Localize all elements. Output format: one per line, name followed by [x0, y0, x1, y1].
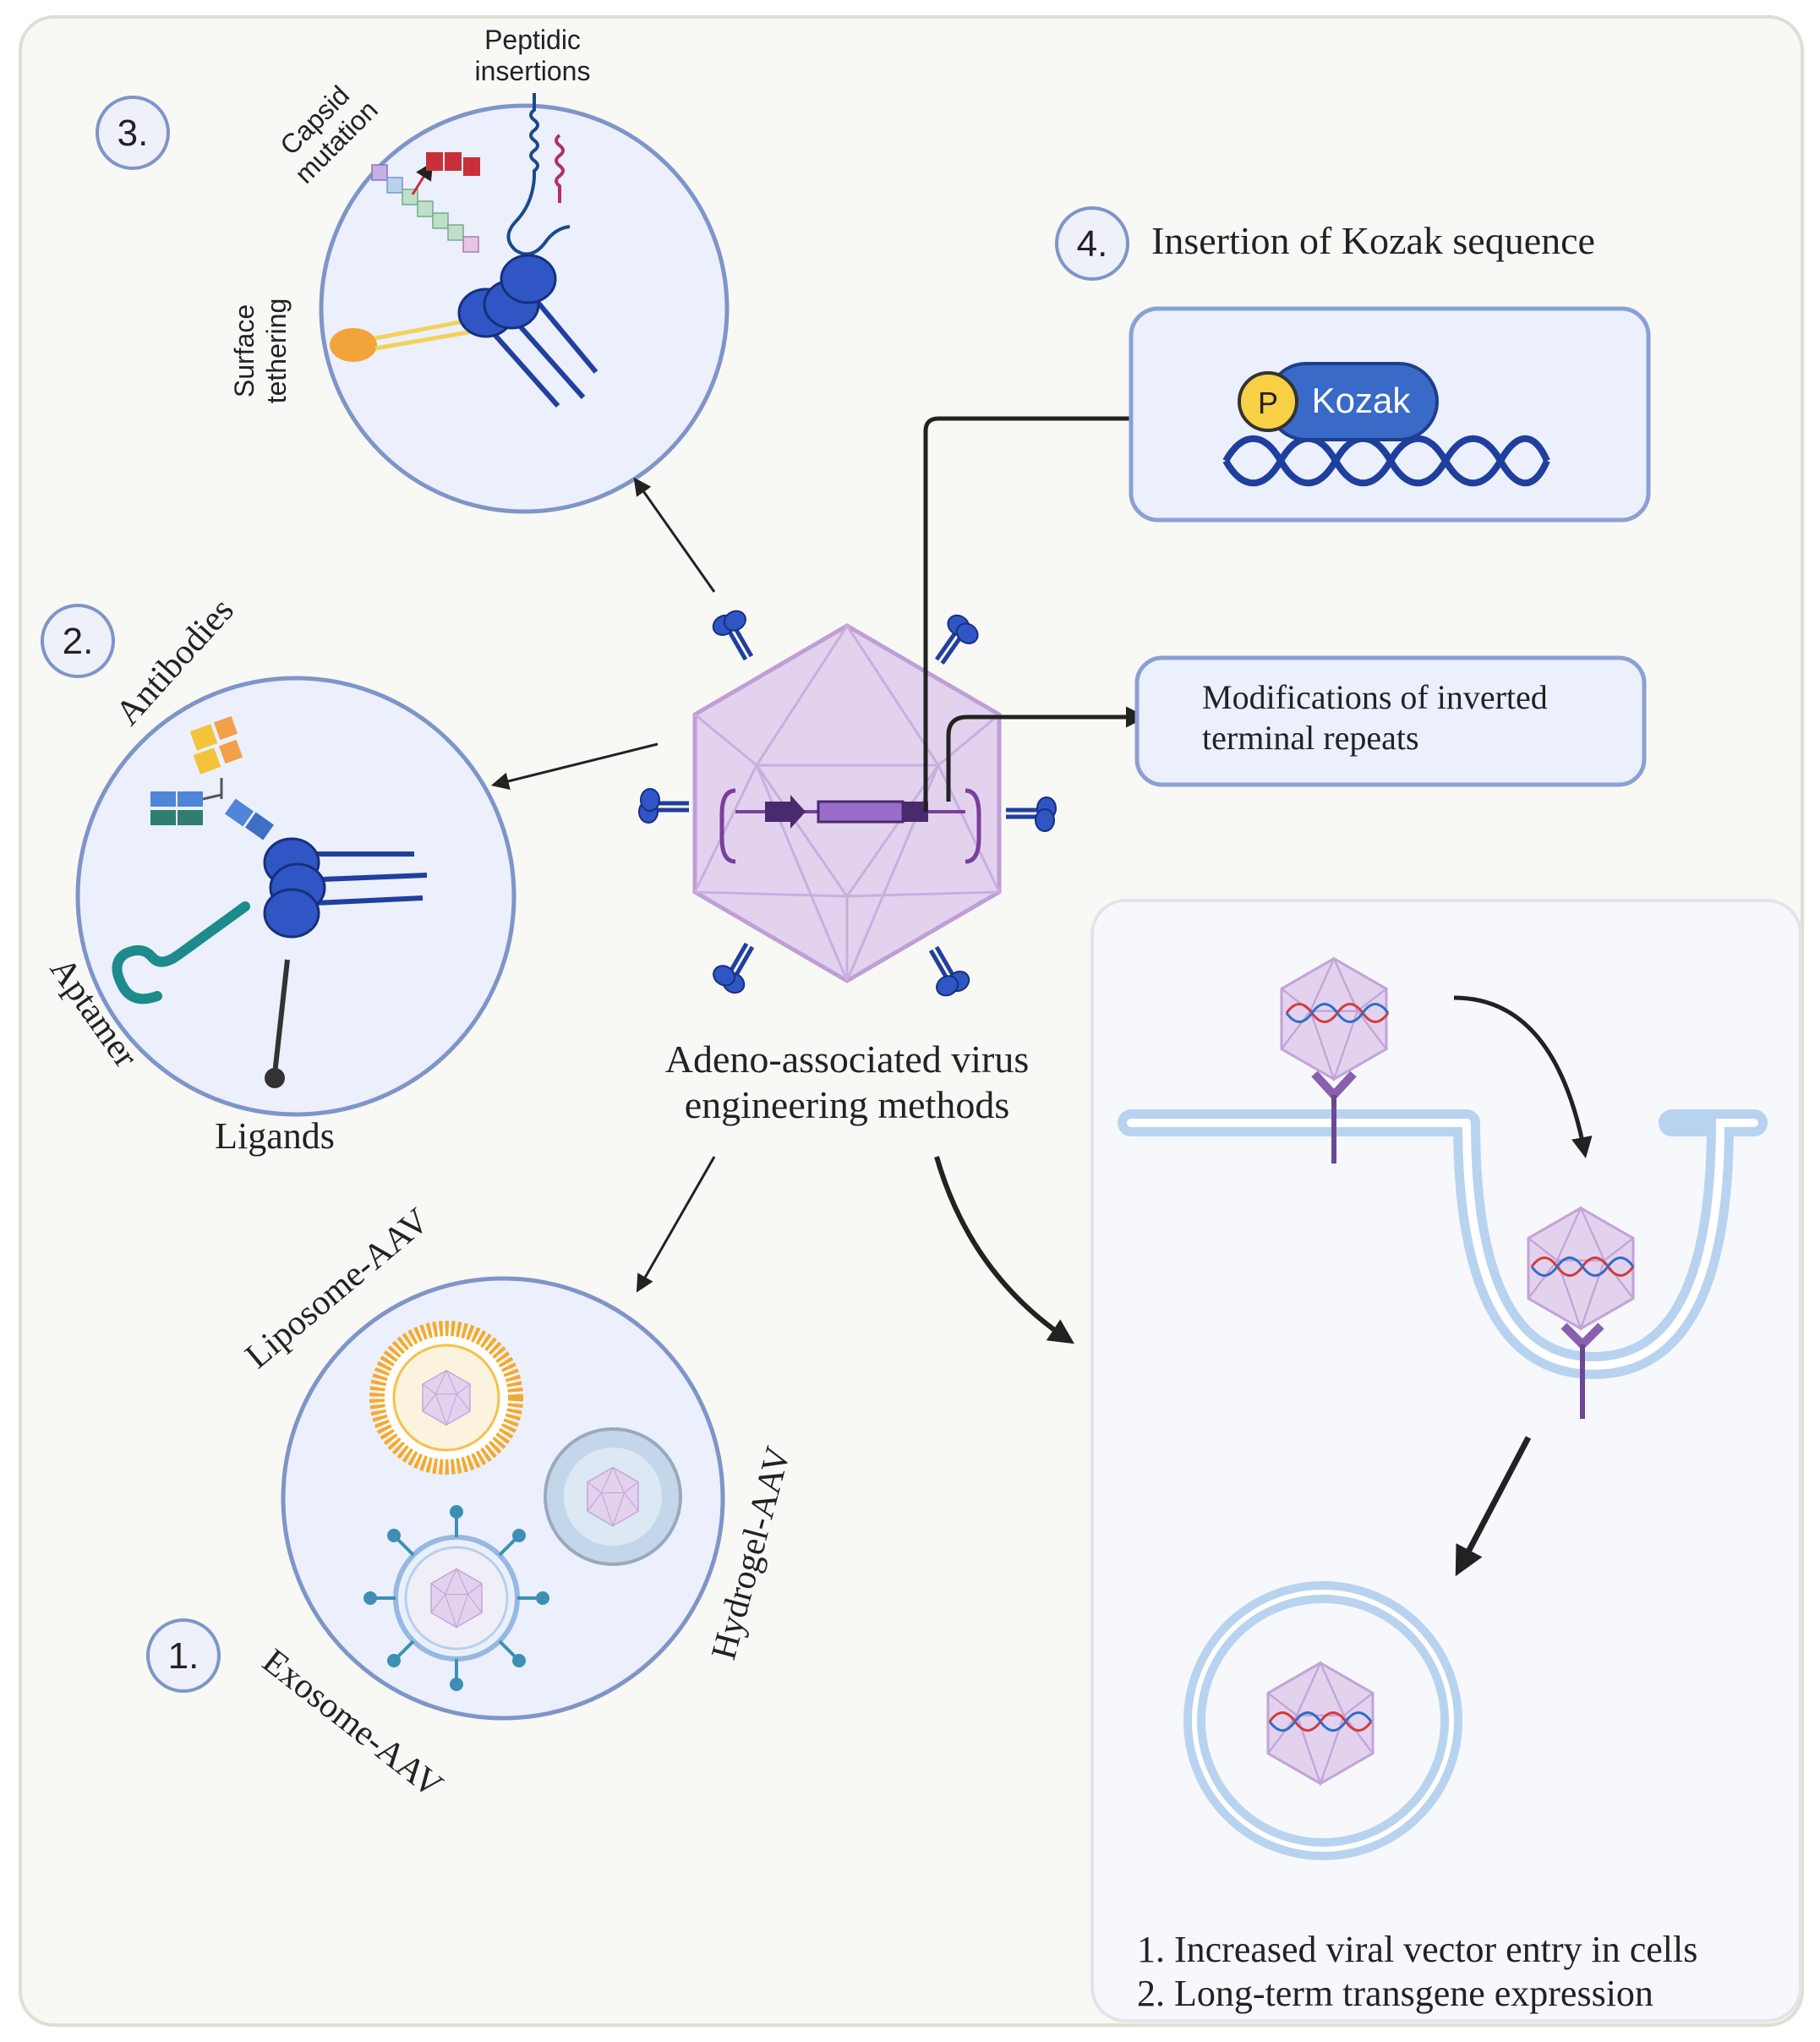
promoter-label: P: [1258, 386, 1278, 420]
method4-number: 4.: [1077, 223, 1108, 265]
arrow-endocytosis: [1453, 995, 1593, 1158]
receptor-icon: [263, 837, 428, 939]
itr-box: [1134, 655, 1647, 787]
peptide-strand-icon: [506, 93, 571, 256]
itr-line2: terminal repeats: [1202, 719, 1419, 757]
hydrogel-aav-icon: [544, 1427, 682, 1566]
method1-number-badge: 1.: [146, 1618, 221, 1693]
surface-tether-icon: [330, 317, 474, 362]
aav-binding-receptor: [1280, 957, 1390, 1163]
peptidic-label-line2: insertions: [475, 56, 591, 86]
method3-number: 3.: [118, 112, 149, 154]
exosome-aav-icon: [363, 1505, 549, 1691]
outcomes-panel: [1090, 899, 1802, 2023]
arrow-to-outcomes: [934, 1156, 1075, 1344]
method2-number: 2.: [63, 621, 94, 662]
arrow-to-method1: [636, 1156, 716, 1293]
arrow-to-method2: [490, 742, 659, 791]
outcome-item-2: 2. Long-term transgene expression: [1137, 1973, 1653, 2014]
svg-text:Surface: Surface: [229, 304, 260, 397]
peptide-strand-icon-2: [555, 134, 565, 203]
ligands-label: Ligands: [215, 1115, 335, 1157]
arrow-to-itr: [946, 706, 1147, 802]
aptamer-icon: [112, 901, 250, 1005]
kozak-label: Kozak: [1312, 380, 1412, 420]
peptidic-label-line1: Peptidic: [484, 25, 581, 55]
promoter-circle: [1238, 371, 1298, 432]
membrane-with-vesicle: [1118, 1109, 1768, 1380]
method4-number-badge: 4.: [1055, 206, 1129, 281]
itr-line1: Modifications of inverted: [1202, 678, 1548, 716]
receptor-icon: [457, 254, 598, 408]
method1-number: 1.: [168, 1635, 199, 1677]
arrow-to-kozak: [923, 408, 1172, 812]
capsid-mutation-beads-icon: [371, 152, 480, 253]
central-aav-capsid: [692, 623, 1002, 983]
liposome-aav-icon: [369, 1321, 523, 1475]
kozak-title: Insertion of Kozak sequence: [1151, 219, 1595, 262]
method2-number-badge: 2.: [41, 604, 115, 678]
ligand-icon: [265, 959, 290, 1088]
arrow-internalization: [1455, 1436, 1532, 1577]
central-title-line2: engineering methods: [685, 1083, 1010, 1126]
central-title-line1: Adeno-associated virus: [665, 1037, 1030, 1081]
dna-double-helix-icon: [1222, 435, 1550, 487]
endosome-aav: [1183, 1581, 1462, 1860]
svg-text:tethering: tethering: [261, 298, 292, 404]
aav-endocytosis: [1527, 1207, 1635, 1419]
method3-number-badge: 3.: [96, 96, 170, 170]
surface-tethering-label: Surface tethering: [229, 298, 292, 404]
outcome-item-1: 1. Increased viral vector entry in cells: [1137, 1929, 1697, 1970]
arrow-to-method3: [633, 477, 716, 593]
antibody-icon: [150, 715, 274, 840]
